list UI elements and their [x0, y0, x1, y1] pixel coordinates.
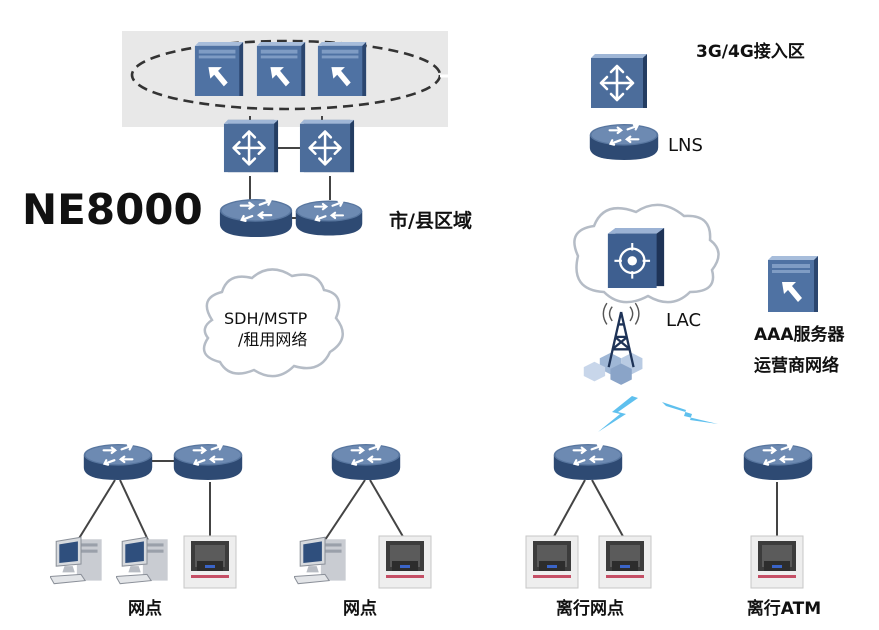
lns-router-icon [588, 122, 660, 162]
atm-icon [183, 535, 237, 589]
atm-icon [750, 535, 804, 589]
ne8000-router-icon [294, 199, 364, 237]
pc-icon [294, 536, 347, 585]
lac-firewall-icon [606, 226, 666, 290]
core-server-icon [256, 42, 306, 96]
cell-tower-icon [582, 302, 644, 386]
core-server-icon [194, 42, 244, 96]
ne8000-title: NE8000 [22, 185, 203, 234]
transport-network-label-line2: /租用网络 [238, 330, 307, 349]
site-label: 离行ATM [747, 598, 821, 619]
lns-label: LNS [668, 135, 703, 156]
mobile-access-area-label: 3G/4G接入区 [696, 41, 805, 62]
carrier-network-label: 运营商网络 [754, 355, 839, 376]
atm-icon [598, 535, 652, 589]
site-label: 网点 [128, 598, 162, 619]
core-server-icon [317, 42, 367, 96]
access-switch-icon [589, 52, 649, 110]
site1-router-icon [82, 442, 154, 482]
wireless-link-icon [598, 396, 718, 432]
aaa-server-label: AAA服务器 [754, 324, 845, 345]
lac-label: LAC [666, 310, 701, 331]
city-county-area-label: 市/县区域 [389, 209, 472, 232]
site-label: 离行网点 [556, 598, 624, 619]
site-label: 网点 [343, 598, 377, 619]
atm-icon [378, 535, 432, 589]
site4-router-icon [742, 442, 814, 482]
site1-router-icon [172, 442, 244, 482]
core-switch-icon [222, 118, 280, 174]
transport-network-label-line1: SDH/MSTP [224, 309, 308, 328]
site3-router-icon [552, 442, 624, 482]
atm-icon [525, 535, 579, 589]
transport-cloud-icon [202, 268, 344, 378]
pc-icon [116, 536, 169, 585]
site2-router-icon [330, 442, 402, 482]
core-switch-icon [298, 118, 356, 174]
ne8000-router-icon [218, 197, 294, 239]
aaa-server-icon [768, 256, 818, 312]
pc-icon [50, 536, 103, 585]
